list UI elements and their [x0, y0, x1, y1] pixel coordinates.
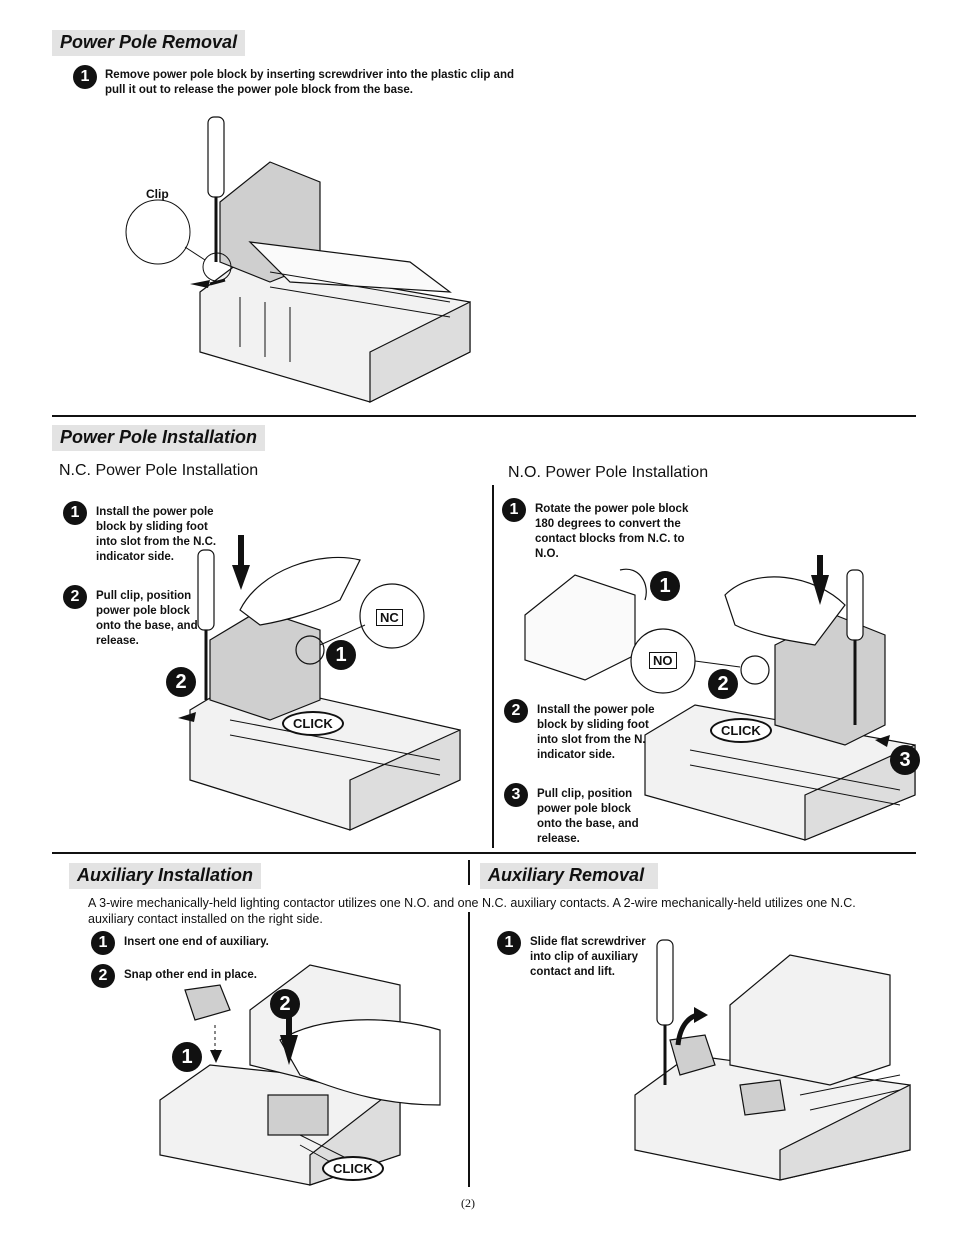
no-callout-1: 1 [650, 571, 680, 601]
no-step2-text: Install the power pole block by sliding … [537, 704, 658, 761]
nc-callout-1: 1 [326, 640, 356, 670]
aux-install-step1-badge: 1 [91, 931, 115, 955]
aux-divider-top [468, 860, 470, 885]
removal-step1-text: Remove power pole block by inserting scr… [105, 69, 514, 96]
nc-step1-text: Install the power pole block by sliding … [96, 506, 217, 563]
clip-label: Clip [146, 187, 169, 201]
no-step3-text: Pull clip, position power pole block ont… [537, 788, 639, 845]
removal-section-title: Power Pole Removal [52, 30, 246, 56]
aux-install-step2-badge: 2 [91, 964, 115, 988]
nc-illustration [178, 535, 461, 831]
aux-divider [468, 912, 470, 1187]
aux-install-title: Auxiliary Installation [69, 863, 262, 889]
no-step1-text: Rotate the power pole block 180 degrees … [535, 503, 689, 560]
aux-install-step2-text: Snap other end in place. [124, 969, 257, 981]
nc-title: N.C. Power Pole Installation [59, 462, 259, 479]
aux-install-callout-2: 2 [270, 989, 300, 1019]
removal-illustration [125, 116, 471, 403]
no-click-callout: CLICK [710, 718, 772, 743]
page-number: (2) [461, 1196, 475, 1210]
aux-install-step1-text: Insert one end of auxiliary. [124, 936, 269, 948]
divider-bottom [52, 852, 916, 854]
no-step2-badge: 2 [504, 699, 528, 723]
aux-install-illustration [159, 964, 441, 1186]
nc-step2-badge: 2 [63, 585, 87, 609]
no-indicator: NO [649, 652, 677, 669]
aux-removal-step1-badge: 1 [497, 931, 521, 955]
divider-top [52, 415, 916, 417]
nc-click-callout: CLICK [282, 711, 344, 736]
aux-description: A 3-wire mechanically-held lighting cont… [88, 896, 856, 926]
no-step1-badge: 1 [502, 498, 526, 522]
no-title: N.O. Power Pole Installation [508, 464, 709, 481]
removal-step1-badge: 1 [73, 65, 97, 89]
nc-step2-text: Pull clip, position power pole block ont… [96, 590, 198, 647]
no-illustration [524, 555, 916, 841]
installation-section-title: Power Pole Installation [52, 425, 266, 451]
no-callout-3: 3 [890, 745, 920, 775]
aux-removal-step1-text: Slide flat screwdriver into clip of auxi… [530, 936, 646, 978]
no-step3-badge: 3 [504, 783, 528, 807]
divider-installation [492, 485, 494, 848]
aux-install-click-callout: CLICK [322, 1156, 384, 1181]
nc-callout-2: 2 [166, 667, 196, 697]
aux-removal-illustration [634, 939, 911, 1181]
aux-removal-title: Auxiliary Removal [480, 863, 658, 889]
aux-install-callout-1: 1 [172, 1042, 202, 1072]
nc-indicator: NC [376, 609, 403, 626]
nc-step1-badge: 1 [63, 501, 87, 525]
no-callout-2: 2 [708, 669, 738, 699]
